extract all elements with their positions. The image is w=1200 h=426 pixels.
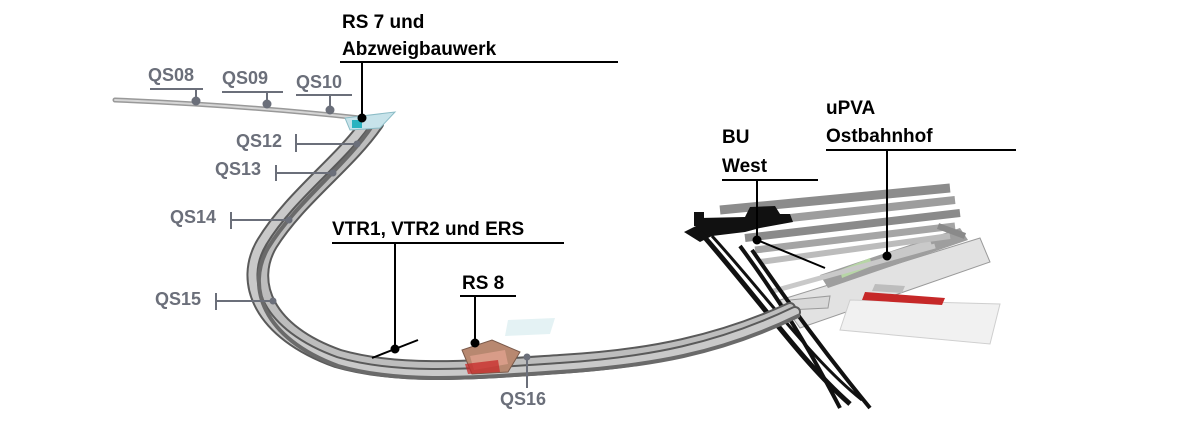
dark-leader-lines bbox=[332, 61, 1016, 359]
qs16-label: QS16 bbox=[500, 389, 547, 409]
gray-leader-lines bbox=[150, 88, 531, 388]
rs8-structure bbox=[461, 318, 555, 375]
qs12-label: QS12 bbox=[236, 131, 283, 151]
rs7-junction bbox=[344, 111, 397, 131]
upva-label-line1: uPVA bbox=[826, 98, 876, 119]
qs09-label: QS09 bbox=[222, 68, 269, 88]
qs13-label: QS13 bbox=[215, 159, 262, 179]
rs7-label-line1: RS 7 und bbox=[342, 12, 425, 33]
ostbahnhof-station-area bbox=[719, 183, 1001, 345]
bu-west-label-line2: West bbox=[722, 156, 768, 177]
qs10-label: QS10 bbox=[296, 72, 343, 92]
upva-label-line2: Ostbahnhof bbox=[826, 126, 933, 147]
qs08-label: QS08 bbox=[148, 65, 195, 85]
qs15-label: QS15 bbox=[155, 289, 202, 309]
vtr-label: VTR1, VTR2 und ERS bbox=[332, 219, 525, 240]
rs8-label: RS 8 bbox=[462, 273, 505, 294]
bu-west-structure bbox=[684, 206, 793, 242]
bu-west-label-line1: BU bbox=[722, 127, 750, 148]
tunnel-tubes bbox=[112, 97, 801, 380]
rs7-label-line2: Abzweigbauwerk bbox=[342, 39, 497, 60]
qs14-label: QS14 bbox=[170, 207, 217, 227]
